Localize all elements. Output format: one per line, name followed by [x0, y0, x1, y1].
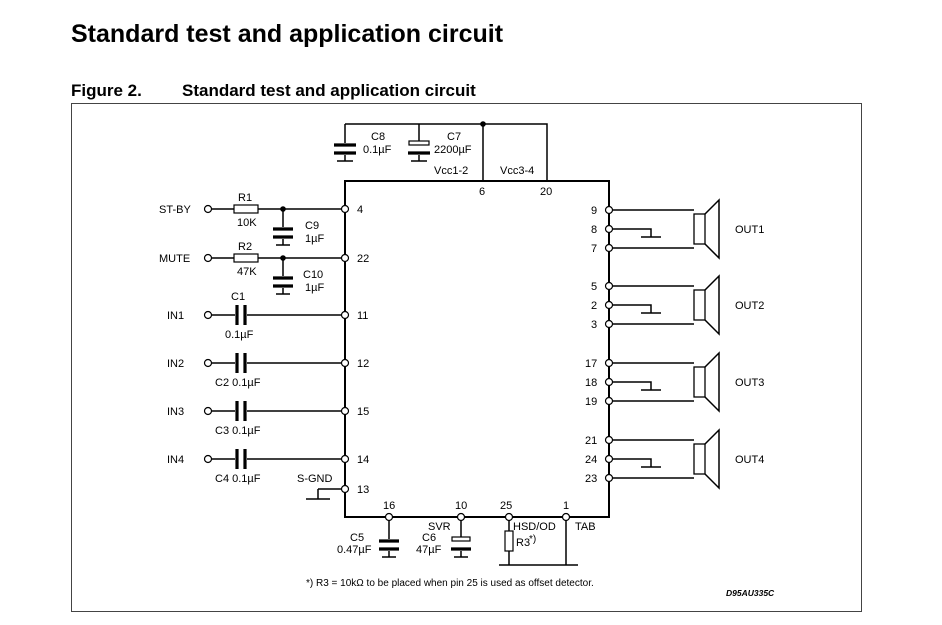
- pin-5-number: 5: [591, 281, 597, 293]
- in3-label: IN3: [167, 406, 184, 418]
- pin-25-number: 25: [500, 500, 512, 512]
- out3-label: OUT3: [735, 377, 764, 389]
- c5-value: 0.47µF: [337, 544, 372, 556]
- pin-18-number: 18: [585, 377, 597, 389]
- out2-label: OUT2: [735, 300, 764, 312]
- in4-label: IN4: [167, 454, 184, 466]
- pin-21-number: 21: [585, 435, 597, 447]
- pin-13-number: 13: [357, 484, 369, 496]
- c3-label: C3 0.1µF: [215, 425, 261, 437]
- pin-23-number: 23: [585, 473, 597, 485]
- in1-label: IN1: [167, 310, 184, 322]
- in2-label: IN2: [167, 358, 184, 370]
- c6-name: C6: [422, 532, 436, 544]
- pin-20-number: 20: [540, 186, 552, 198]
- pin-22-number: 22: [357, 253, 369, 265]
- c9-name: C9: [305, 220, 319, 232]
- out1-network: [604, 198, 720, 260]
- pin-16-number: 16: [383, 500, 395, 512]
- pin-11-number: 11: [357, 310, 368, 322]
- pin-6-number: 6: [479, 186, 485, 198]
- pin-2-number: 2: [591, 300, 597, 312]
- pin-19-number: 19: [585, 396, 597, 408]
- pin-3-number: 3: [591, 319, 597, 331]
- c8-name: C8: [371, 131, 385, 143]
- mute-network: [203, 253, 350, 295]
- c1-value: 0.1µF: [225, 329, 254, 341]
- pin-8-number: 8: [591, 224, 597, 236]
- page-heading: Standard test and application circuit: [71, 20, 504, 48]
- pin-1-number: 1: [563, 500, 569, 512]
- out2-network: [604, 274, 720, 336]
- out4-label: OUT4: [735, 454, 764, 466]
- vcc12-label: Vcc1-2: [434, 165, 468, 177]
- footnote: *) R3 = 10kΩ to be placed when pin 25 is…: [306, 578, 594, 589]
- out4-network: [604, 428, 720, 490]
- ic-body: [344, 180, 610, 518]
- c9-value: 1µF: [305, 233, 324, 245]
- c4-label: C4 0.1µF: [215, 473, 261, 485]
- r1-value: 10K: [237, 217, 257, 229]
- c2-label: C2 0.1µF: [215, 377, 261, 389]
- supply-network: [334, 121, 548, 181]
- tab-label: TAB: [575, 521, 596, 533]
- c5-name: C5: [350, 532, 364, 544]
- in3-network: [203, 401, 350, 421]
- figure-label: Figure 2.: [71, 81, 142, 100]
- out3-network: [604, 351, 720, 413]
- pin-24-number: 24: [585, 454, 597, 466]
- pin-9-number: 9: [591, 205, 597, 217]
- c1-name: C1: [231, 291, 245, 303]
- in4-network: [203, 449, 350, 469]
- pin-17-number: 17: [585, 358, 597, 370]
- mute-label: MUTE: [159, 253, 190, 265]
- sgnd-network: [306, 484, 350, 500]
- stby-network: [203, 204, 350, 246]
- figure-title: Standard test and application circuit: [182, 81, 476, 100]
- r2-name: R2: [238, 241, 252, 253]
- pin-7-number: 7: [591, 243, 597, 255]
- c10-name: C10: [303, 269, 323, 281]
- vcc34-label: Vcc3-4: [500, 165, 534, 177]
- pin-14-number: 14: [357, 454, 369, 466]
- drawing-code: D95AU335C: [726, 588, 775, 598]
- figure-frame: [71, 103, 862, 612]
- svr-label: SVR: [428, 521, 451, 533]
- c6-value: 47µF: [416, 544, 442, 556]
- pin-10-number: 10: [455, 500, 467, 512]
- r3-name: R3: [516, 537, 530, 549]
- bottom-network: [379, 512, 578, 566]
- hsd-label: HSD/OD: [513, 521, 556, 533]
- c10-value: 1µF: [305, 282, 324, 294]
- r2-value: 47K: [237, 266, 257, 278]
- c7-value: 2200µF: [434, 144, 472, 156]
- in2-network: [203, 353, 350, 373]
- pin-4-number: 4: [357, 204, 363, 216]
- r1-name: R1: [238, 192, 252, 204]
- pin-12-number: 12: [357, 358, 369, 370]
- r3-note-mark: *): [529, 534, 536, 545]
- in1-network: [203, 305, 350, 325]
- pin-15-number: 15: [357, 406, 369, 418]
- stby-label: ST-BY: [159, 204, 191, 216]
- c7-name: C7: [447, 131, 461, 143]
- out1-label: OUT1: [735, 224, 764, 236]
- sgnd-label: S-GND: [297, 473, 333, 485]
- c8-value: 0.1µF: [363, 144, 392, 156]
